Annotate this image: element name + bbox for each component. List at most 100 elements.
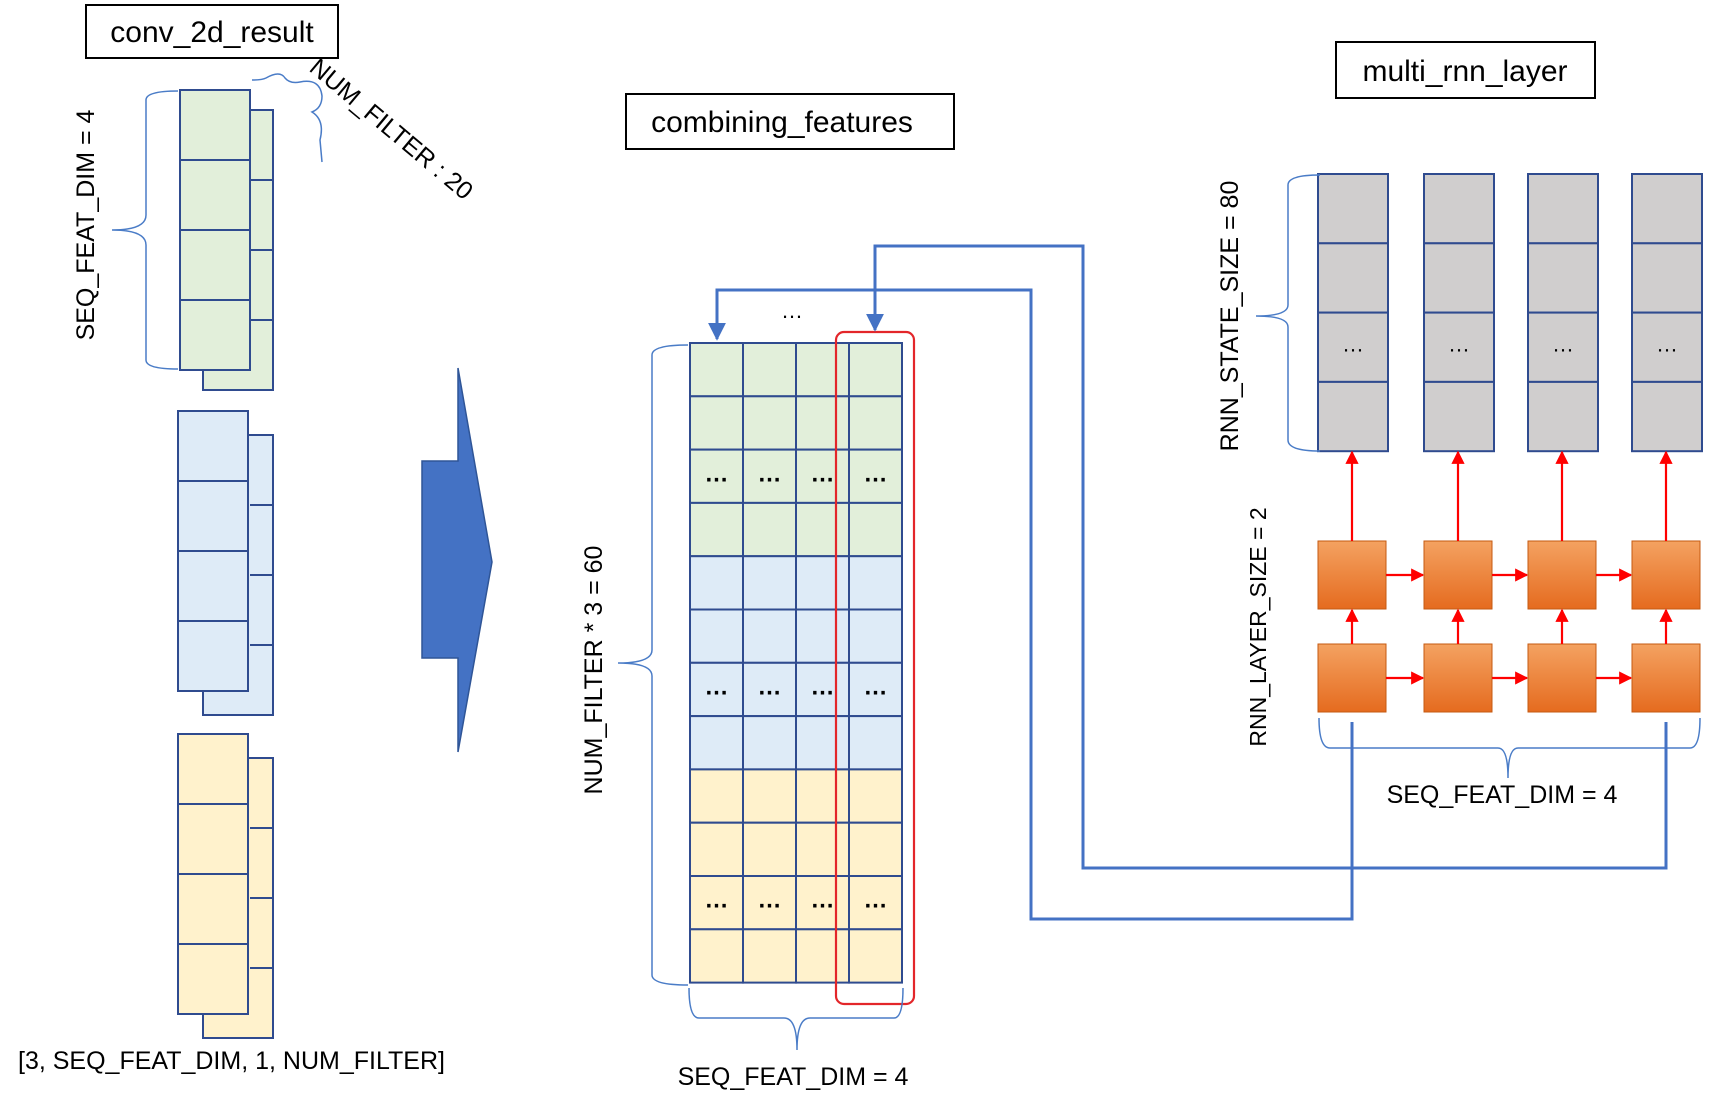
label-seq-feat-dim-bottom: SEQ_FEAT_DIM = 4 — [678, 1063, 909, 1091]
label-shape: [3, SEQ_FEAT_DIM, 1, NUM_FILTER] — [18, 1047, 445, 1075]
grid-cell — [742, 555, 797, 611]
grid-cell — [848, 875, 903, 931]
grid-cell — [742, 715, 797, 771]
rnn-cell — [1631, 643, 1701, 713]
conv-stack-blue — [177, 410, 274, 716]
label-seq-feat-dim-right: SEQ_FEAT_DIM = 4 — [1387, 781, 1618, 809]
grid-cell — [689, 448, 744, 504]
grid-cell — [689, 501, 744, 558]
state-cell — [1317, 173, 1389, 245]
combined-feature-grid: ……………………………… — [689, 342, 903, 984]
grid-cell-ellipsis: … — [758, 460, 782, 487]
grid-cell — [742, 768, 797, 824]
grid-cell — [795, 342, 850, 398]
combining-title-box: combining_features — [625, 93, 955, 150]
state-cell-ellipsis: … — [1448, 331, 1470, 356]
label-seq-feat-dim-left: SEQ_FEAT_DIM = 4 — [72, 109, 100, 340]
state-cell — [1631, 380, 1703, 453]
state-cell-ellipsis: … — [1552, 331, 1574, 356]
brace-seq-feat-dim-bottom — [688, 987, 904, 1051]
state-cell — [1423, 311, 1495, 383]
grid-cell — [848, 342, 903, 398]
combining-title: combining_features — [651, 106, 913, 139]
grid-cell — [795, 715, 850, 771]
grid-cell — [848, 768, 903, 824]
grid-cell — [848, 715, 903, 771]
grid-cell — [848, 608, 903, 664]
grid-cell — [689, 821, 744, 878]
grid-cell — [795, 821, 850, 878]
brace-num-filter-60 — [617, 344, 689, 986]
rnn-cell — [1317, 540, 1387, 610]
rnn-cell — [1631, 540, 1701, 610]
state-cell — [1527, 380, 1599, 453]
state-cell — [1527, 242, 1599, 314]
rnn-cell — [1527, 643, 1597, 713]
grid-cell — [689, 395, 744, 451]
grid-cell — [689, 768, 744, 824]
state-cell — [1317, 242, 1389, 314]
state-cell — [1317, 311, 1389, 383]
grid-cell — [795, 555, 850, 611]
brace-num-filter-20 — [251, 73, 323, 163]
grid-cell-ellipsis: … — [705, 673, 729, 700]
grid-cell — [795, 608, 850, 664]
grid-cell-ellipsis: … — [864, 887, 888, 914]
label-rnn-layer-size: RNN_LAYER_SIZE = 2 — [1245, 507, 1271, 746]
conv-title-box: conv_2d_result — [85, 4, 339, 59]
grid-cell — [742, 395, 797, 451]
label-num-filter-20: NUM_FILTER : 20 — [304, 53, 478, 205]
transform-arrow — [421, 367, 493, 753]
multi-rnn-title: multi_rnn_layer — [1362, 55, 1567, 88]
multi-rnn-title-box: multi_rnn_layer — [1335, 41, 1596, 99]
grid-cell — [742, 608, 797, 664]
state-cell — [1631, 242, 1703, 314]
state-cell — [1527, 311, 1599, 383]
state-cell — [1423, 173, 1495, 245]
grid-cell — [848, 448, 903, 504]
grid-cell — [742, 821, 797, 878]
grid-cell — [795, 928, 850, 984]
grid-cell — [795, 768, 850, 824]
grid-cell — [742, 928, 797, 984]
rnn-cell — [1423, 643, 1493, 713]
state-cell — [1317, 380, 1389, 453]
grid-cell — [848, 821, 903, 878]
brace-seq-feat-dim-right — [1318, 717, 1701, 779]
grid-cell — [795, 661, 850, 718]
label-rnn-state-size: RNN_STATE_SIZE = 80 — [1216, 181, 1244, 452]
grid-cell — [848, 395, 903, 451]
rnn-cell-grid — [1317, 450, 1701, 713]
grid-cell — [742, 501, 797, 558]
rnn-cell — [1317, 643, 1387, 713]
grid-cell — [689, 555, 744, 611]
grid-cell-ellipsis: … — [705, 460, 729, 487]
grid-cell-ellipsis: … — [758, 673, 782, 700]
grid-cell — [689, 928, 744, 984]
state-cell-ellipsis: … — [1656, 331, 1678, 356]
state-cell-ellipsis: … — [1342, 331, 1364, 356]
grid-cell — [848, 928, 903, 984]
conv-stack-green — [179, 89, 274, 391]
grid-cell-ellipsis: … — [811, 673, 835, 700]
grid-cell — [742, 342, 797, 398]
grid-cell-ellipsis: … — [811, 460, 835, 487]
grid-cell — [742, 448, 797, 504]
state-cell — [1423, 242, 1495, 314]
grid-cell-ellipsis: … — [864, 460, 888, 487]
grid-cell — [742, 661, 797, 718]
connector-arrow-outer — [866, 244, 1668, 870]
grid-cell — [795, 448, 850, 504]
top-ellipsis: … — [781, 298, 803, 323]
label-num-filter-60: NUM_FILTER * 3 = 60 — [580, 546, 608, 795]
grid-cell-ellipsis: … — [705, 887, 729, 914]
grid-cell — [795, 501, 850, 558]
grid-cell-ellipsis: … — [864, 673, 888, 700]
brace-seq-feat-dim-left — [111, 90, 179, 370]
state-cell — [1527, 173, 1599, 245]
conv-title: conv_2d_result — [110, 16, 314, 49]
highlight-column — [834, 330, 916, 1006]
grid-cell — [689, 342, 744, 398]
rnn-cell — [1527, 540, 1597, 610]
